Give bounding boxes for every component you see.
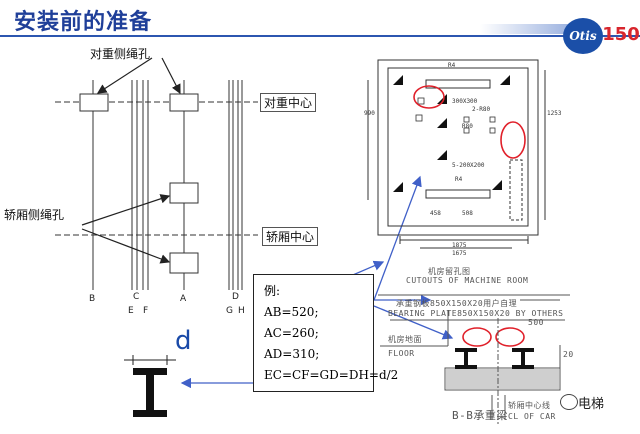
highlight-circle-3 [462, 327, 492, 347]
cad-dim-r4b: R4 [455, 176, 463, 183]
cad-dim-500: 500 [528, 318, 544, 327]
cad-dim-458: 458 [430, 210, 441, 217]
axis-a: A [180, 294, 187, 304]
cw-hole-left [79, 93, 109, 112]
cad-center-en: CL OF CAR [508, 412, 556, 421]
cad-dim-20: 20 [563, 350, 574, 359]
formula-head: 例: [264, 284, 281, 298]
formula-line-ab: AB=520; [264, 305, 319, 319]
page-title: 安装前的准备 [14, 10, 153, 35]
section-beam-1-web [464, 352, 468, 366]
cad-dim-5-200: 5-200X200 [452, 162, 485, 169]
otis-logo: Otis [563, 18, 603, 54]
cad-plate-en: BEARING PLATE850X150X20 BY OTHERS [388, 309, 564, 318]
highlight-circle-4 [495, 327, 525, 347]
axis-d: D [232, 292, 239, 302]
highlight-circle-2 [500, 121, 526, 159]
label-d: d [175, 326, 192, 356]
i-beam-bottom [133, 410, 167, 417]
section-beam-1-top [455, 348, 477, 352]
highlight-circle-1 [413, 85, 445, 109]
cad-cutouts-cn: 机房留孔图 [428, 267, 471, 276]
cad-section: B-B承重梁 [452, 409, 508, 422]
label-cw-rope-hole: 对重侧绳孔 [90, 47, 151, 61]
cad-center-cn: 轿厢中心线 [508, 401, 551, 410]
formula-box: 例: AB=520; AC=260; AD=310; EC=CF=GD=DH=d… [253, 274, 399, 392]
machine-room-plan [367, 59, 546, 249]
title-rule [0, 35, 640, 37]
axis-c: C [133, 292, 140, 302]
cad-floor-en: FLOOR [388, 349, 415, 358]
cad-dim-300: 300X300 [452, 98, 478, 105]
axis-h: H [238, 306, 245, 316]
cad-dim-1875: 1875 [452, 242, 467, 249]
cad-dim-1253: 1253 [547, 110, 562, 117]
cad-floor-cn: 机房地面 [388, 335, 422, 344]
section-view [378, 294, 570, 420]
watermark-chat-icon [560, 394, 578, 410]
section-beam-2-top [512, 348, 534, 352]
section-beam-2-web [521, 352, 525, 366]
cad-dim-r80: R80 [462, 123, 473, 130]
section-beam-1-bot [455, 365, 477, 369]
cad-dim-r4: R4 [448, 62, 456, 69]
axis-e: E [128, 306, 134, 316]
formula-line-ac: AC=260; [264, 326, 319, 340]
i-beam-web [146, 375, 154, 411]
label-car-center: 轿厢中心 [262, 227, 319, 246]
i-beam-top [133, 368, 167, 375]
cad-dim-990: 990 [364, 110, 375, 117]
axis-g: G [226, 306, 233, 316]
axis-f: F [143, 306, 149, 316]
cad-dim-508: 508 [462, 210, 473, 217]
formula-line-ec: EC=CF=GD=DH=d/2 [264, 368, 399, 382]
cad-plate-cn: 承重钢板850X150X20用户自理 [396, 299, 518, 308]
label-car-rope-hole: 轿厢侧绳孔 [4, 208, 65, 222]
label-cw-center: 对重中心 [260, 93, 317, 112]
section-beam-2-bot [512, 365, 534, 369]
cad-dim-2r80: 2-R80 [472, 106, 491, 113]
cad-dim-1675: 1675 [452, 250, 467, 257]
formula-line-ad: AD=310; [264, 347, 320, 361]
axis-b: B [89, 294, 96, 304]
cad-cutouts-en: CUTOUTS OF MACHINE ROOM [406, 276, 529, 285]
car-hole-upper [169, 182, 199, 204]
cw-hole-right [169, 93, 199, 112]
car-hole-lower [169, 252, 199, 274]
logo-bar [480, 24, 570, 34]
watermark-text: 电梯 [578, 397, 605, 412]
anniversary-logo: 150 [602, 23, 640, 45]
